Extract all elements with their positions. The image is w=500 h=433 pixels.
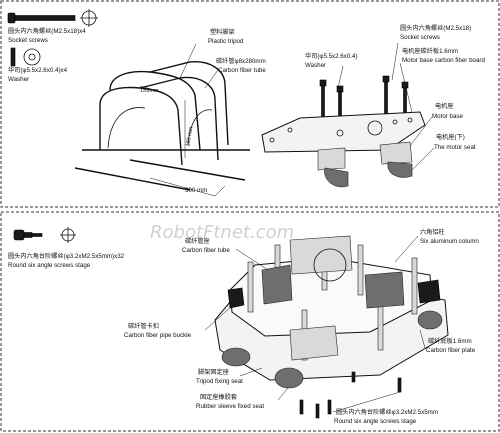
carbon-tube-en: Carbon fiber tube	[218, 67, 266, 74]
leader-mm-screws	[391, 42, 399, 81]
plastic-tripod-en: Plastic tripod	[208, 38, 244, 45]
tripod-seat-en: Tripod fixing seat	[196, 378, 243, 385]
dim-width: 300 mm	[185, 187, 207, 194]
leader-carbon-plate	[419, 329, 426, 349]
frame-screws-cn: 圆头内六角台阶螺丝φ3.2xM2.5x5mm	[336, 408, 438, 416]
leader-tripod-seat	[239, 367, 263, 377]
rubber-seat-en: Rubber sleeve fixed seat	[196, 403, 264, 410]
dim-depth: 159mm	[140, 88, 159, 94]
leader-pipe-buckle	[204, 305, 233, 331]
top-socket-screws-en: Socket screws	[8, 37, 48, 44]
mm-base-cn: 电机座	[435, 102, 454, 110]
mm-base-en: Motor base	[432, 113, 464, 120]
landing-gear-drawing	[74, 61, 250, 197]
leader-rubber-seat	[277, 387, 289, 401]
carbon-plate-en: Carbon fiber plate	[426, 347, 476, 354]
six-column-cn: 六角铝柱	[420, 228, 445, 236]
mm-board-cn: 电机座碳纤板1.6mm	[402, 47, 458, 55]
tripod-seat-cn: 脚架固定座	[198, 368, 229, 376]
mm-board-en: Motor base carbon fiber board	[402, 57, 485, 64]
mm-seat-en: The motor seat	[434, 144, 476, 151]
mm-washer-cn: 华司(φ5.5x2.6x0.4)	[305, 52, 358, 60]
leader-mm-seat	[411, 147, 435, 171]
leader-tripod	[179, 43, 197, 79]
pipe-buckle-en: Carbon fiber pipe buckle	[124, 332, 192, 339]
plastic-tripod-cn: 塑料脚架	[210, 28, 235, 36]
crosshair-icon	[80, 9, 98, 27]
top-panel-frame	[0, 0, 500, 208]
top-socket-screws-cn: 圆头内六角螺丝(M2.5x18)x4	[8, 27, 86, 35]
motor-mount-drawing	[261, 75, 426, 188]
bottom-screw-stage-cn: 圆头内六角台阶螺丝(φ3.2xM2.5x5mm)x32	[8, 252, 125, 260]
mm-seat-cn: 电机座(下)	[436, 133, 465, 141]
step-screw-icon	[13, 229, 43, 241]
step-screw-crosshair-icon	[60, 227, 76, 243]
bottom-panel-frame	[0, 211, 500, 432]
mm-washer-en: Washer	[305, 62, 326, 69]
carbon-tube-cn: 碳纤管φ8x280mm	[216, 57, 266, 65]
leader-mm-base	[409, 116, 433, 147]
washer-side-icon	[10, 47, 16, 67]
leader-frame-screws	[332, 391, 401, 413]
watermark: RobotFtnet.com	[150, 222, 294, 243]
leader-carbon-tube	[204, 69, 219, 89]
frame-drawing	[214, 235, 449, 419]
top-washer-cn: 华司(φ5.5x2.6x0.4)x4	[8, 66, 68, 74]
frame-tube-en: Carbon fiber tube	[182, 247, 230, 254]
mm-screws-en: Socket screws	[400, 34, 440, 41]
socket-screw-icon	[7, 12, 76, 24]
pipe-buckle-cn: 碳纤管卡扣	[128, 322, 159, 330]
mm-screws-cn: 圆头内六角螺丝(M2.5x18)	[400, 24, 471, 32]
leader-mm-board	[399, 62, 413, 113]
leader-mm-washer	[337, 65, 344, 89]
leader-six-column	[394, 235, 419, 263]
washer-icon	[23, 48, 41, 66]
carbon-plate-cn: 碳纤底板1.6mm	[428, 337, 472, 345]
frame-tube-cn: 碳纤管座	[185, 237, 210, 245]
leader-frame-tube	[235, 248, 269, 271]
bottom-screw-stage-en: Round six angle screws stage	[8, 262, 91, 269]
six-column-en: Six aluminum column	[420, 238, 479, 245]
rubber-seat-cn: 固定座橡胶套	[200, 393, 237, 401]
top-washer-en: Washer	[8, 76, 29, 83]
frame-screws-en: Round six angle screws stage	[334, 418, 417, 425]
dim-height: 180 mm	[185, 126, 194, 147]
